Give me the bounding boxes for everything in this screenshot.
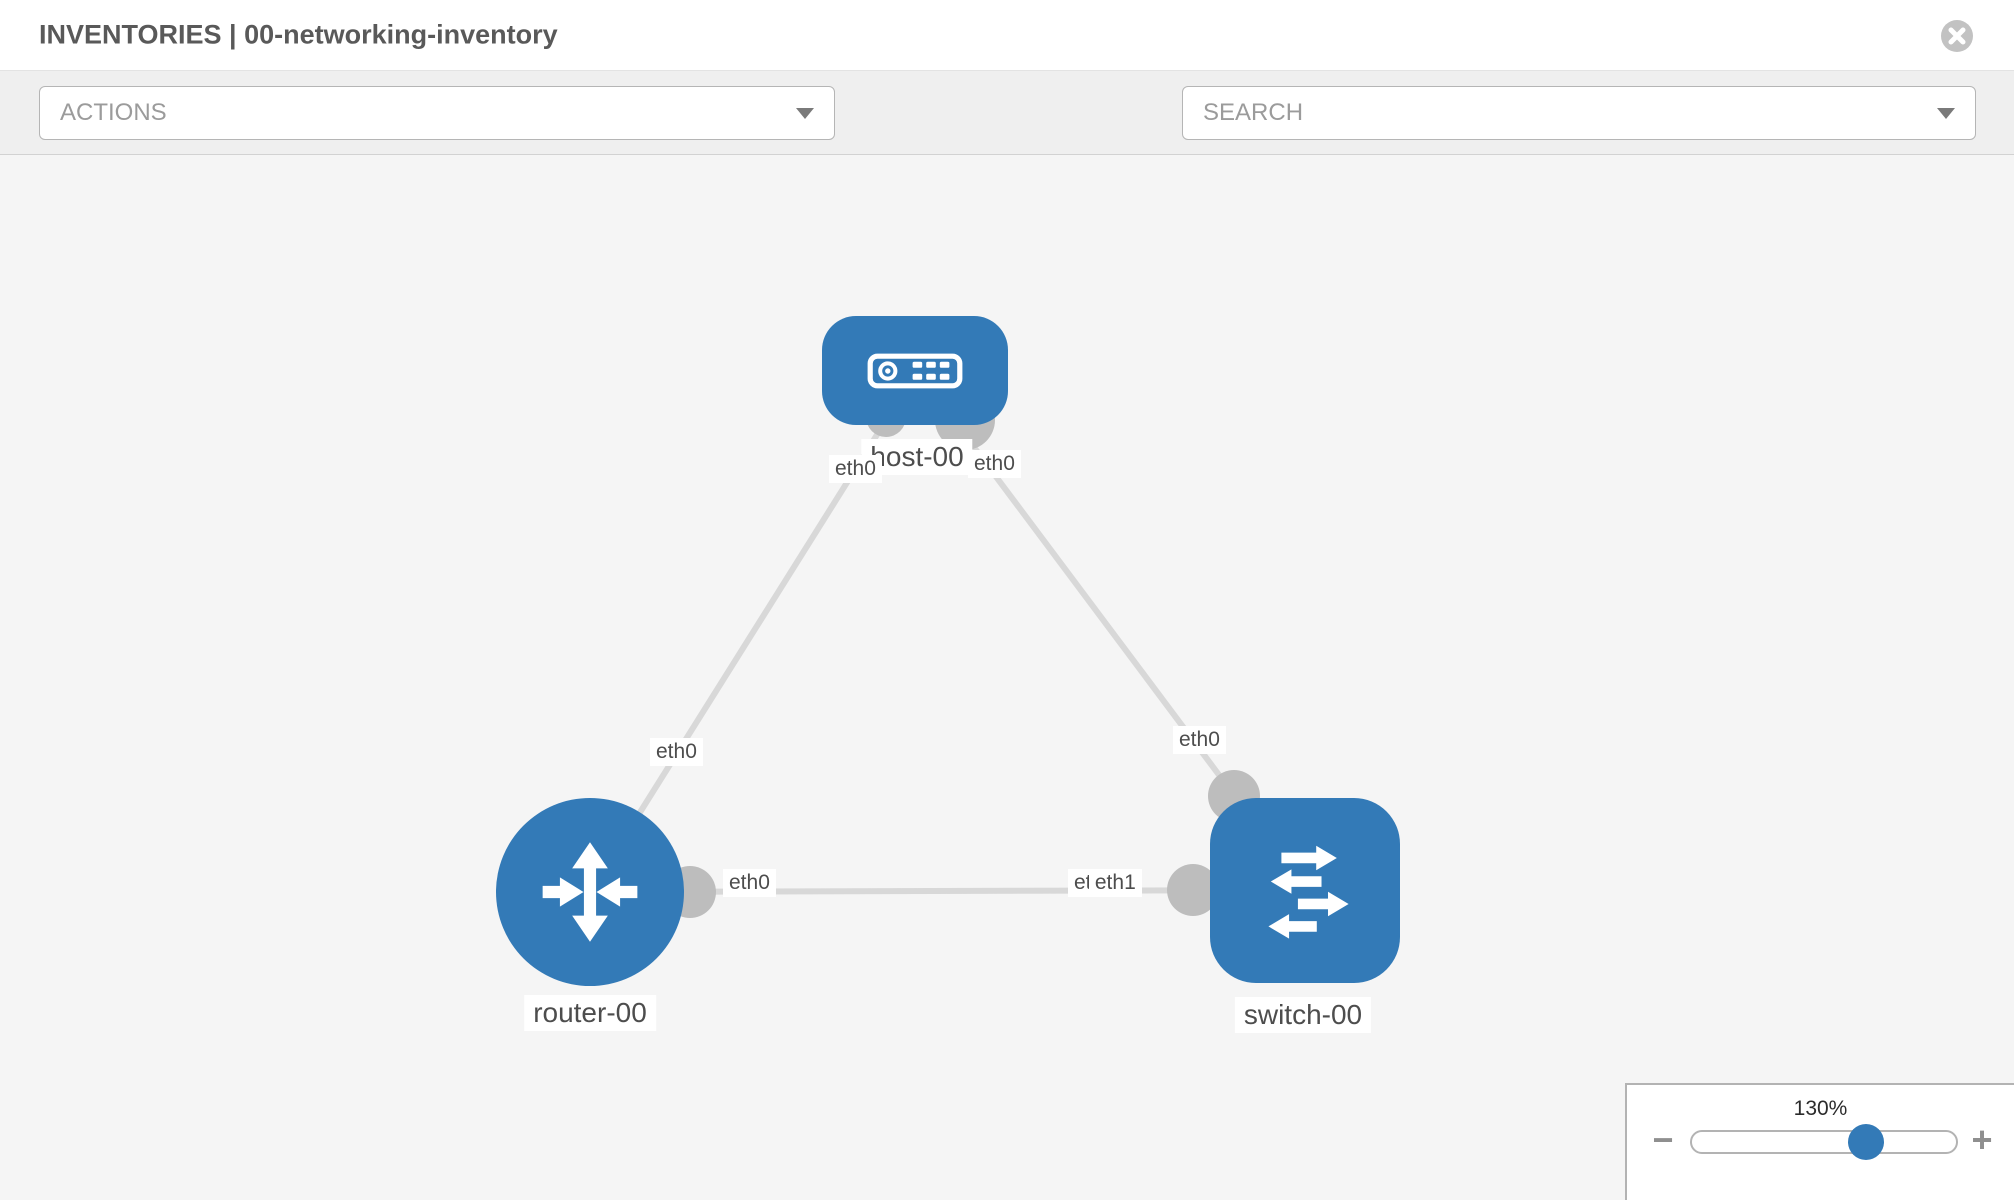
iface-label-switch-overlap: eth0 eth1 xyxy=(1068,869,1142,897)
topology-canvas[interactable]: host-00 router-00 switch-00 eth0 eth0 et… xyxy=(0,155,2014,1200)
links-layer xyxy=(587,369,1308,918)
zoom-in-button[interactable]: + xyxy=(1960,1118,2004,1162)
search-dropdown-label: SEARCH xyxy=(1203,99,1304,126)
zoom-level-text: 130% xyxy=(1793,1097,1848,1120)
zoom-out-button[interactable]: − xyxy=(1641,1118,1685,1162)
node-switch-00[interactable] xyxy=(1210,798,1400,983)
iface-label-router-eth0: eth0 xyxy=(650,738,703,766)
header: INVENTORIES | 00-networking-inventory xyxy=(0,0,2014,71)
zoom-slider-track[interactable] xyxy=(1690,1124,1958,1160)
node-router-00[interactable] xyxy=(496,798,684,986)
iface-label-host-eth0: eth0 xyxy=(829,455,882,483)
iface-label-switch-eth1: eth1 xyxy=(1088,869,1142,897)
chevron-down-icon xyxy=(1937,107,1955,119)
chevron-down-icon xyxy=(796,107,814,119)
zoom-slider-thumb[interactable] xyxy=(1848,1124,1884,1160)
close-button[interactable] xyxy=(1940,19,1974,53)
zoom-panel: 130% − + xyxy=(1625,1083,2014,1200)
node-host-00[interactable] xyxy=(822,316,1008,425)
switch-icon xyxy=(1268,845,1349,939)
router-icon xyxy=(542,842,638,942)
toolbar: ACTIONS SEARCH xyxy=(0,71,2014,204)
connector-dot xyxy=(1167,864,1219,916)
iface-label-host-eth0: eth0 xyxy=(968,450,1021,478)
x-circle-icon xyxy=(1941,20,1973,52)
node-label-router-00: router-00 xyxy=(524,995,656,1031)
actions-dropdown-label: ACTIONS xyxy=(60,99,167,126)
node-label-switch-00: switch-00 xyxy=(1234,997,1372,1033)
search-dropdown[interactable]: SEARCH xyxy=(1182,86,1976,140)
actions-dropdown[interactable]: ACTIONS xyxy=(39,86,835,140)
iface-label-router-eth0: eth0 xyxy=(723,869,776,897)
page-title: INVENTORIES | 00-networking-inventory xyxy=(39,19,558,50)
host-icon xyxy=(867,353,963,388)
iface-label-switch-eth0: eth0 xyxy=(1173,726,1226,754)
